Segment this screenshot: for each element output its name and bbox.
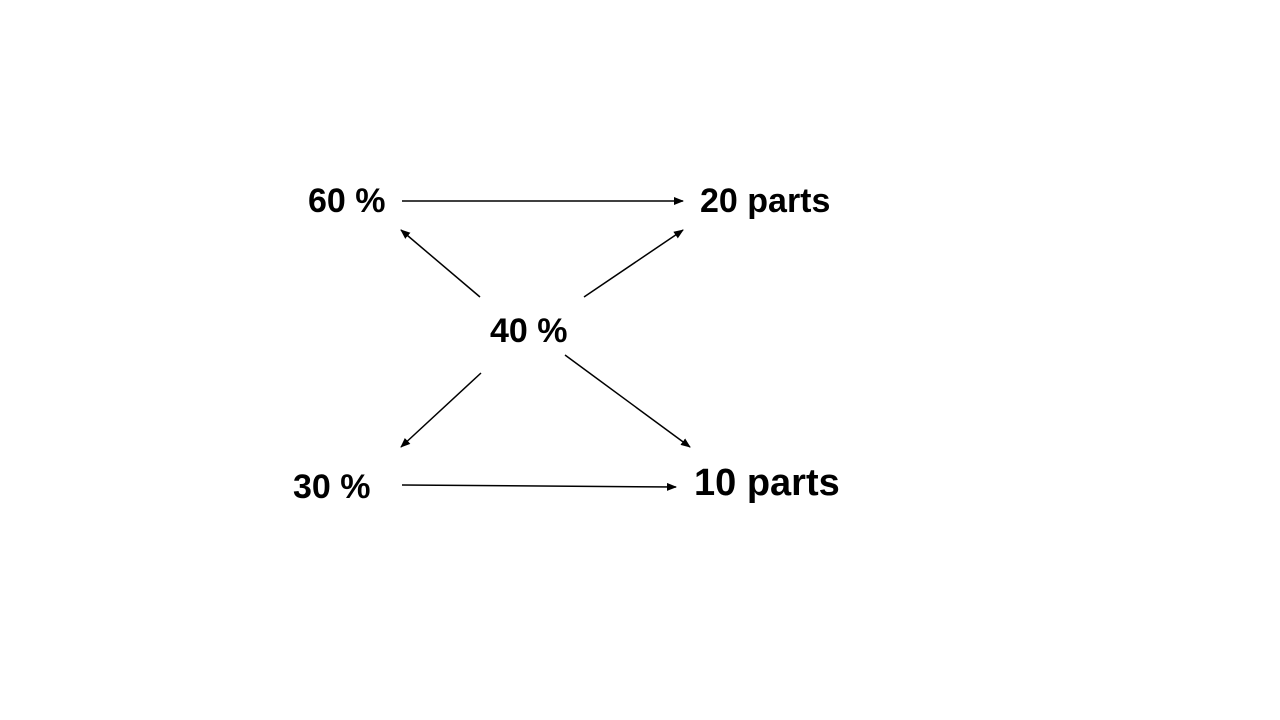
arrow-40-to-10parts — [564, 354, 691, 448]
node-20-parts: 20 parts — [700, 182, 831, 220]
node-10-parts: 10 parts — [694, 462, 840, 504]
arrow-40-to-60 — [400, 229, 481, 298]
arrow-40-to-20parts — [583, 229, 684, 298]
node-30-percent: 30 % — [293, 468, 371, 506]
node-60-percent: 60 % — [308, 182, 386, 220]
arrow-30-to-10parts — [401, 482, 677, 491]
node-40-percent: 40 % — [490, 312, 568, 350]
arrow-40-to-30 — [400, 372, 482, 448]
